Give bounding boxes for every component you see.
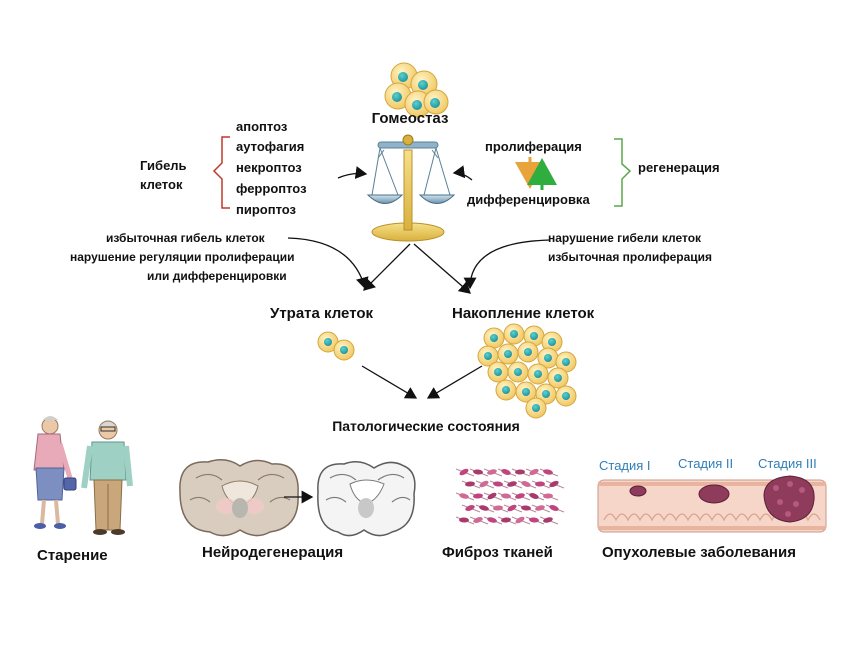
fibroblast-cell: [529, 493, 539, 499]
cell-accumulation-label: Накопление клеток: [452, 305, 595, 322]
left-cause-line1: избыточная гибель клеток: [106, 231, 265, 245]
accumulated-cell: [495, 379, 517, 401]
fibroblast-cell: [515, 469, 525, 475]
cell-death-label-line2: клеток: [140, 177, 183, 192]
accumulated-cell: [537, 347, 559, 369]
fibroblast-cell: [529, 517, 539, 523]
fibrosis-tissue-illustration: [455, 468, 565, 525]
healthy-brain-section: [317, 461, 416, 537]
fibroblast-cell: [459, 493, 469, 499]
fibroblast-cell: [521, 481, 531, 487]
fibroblast-cell: [473, 517, 483, 523]
right-cause-line2: избыточная пролиферация: [548, 250, 713, 264]
accumulated-cell: [525, 397, 547, 419]
fibroblast-cell: [529, 468, 539, 476]
accumulated-cell: [555, 351, 577, 373]
accumulation-to-pathology-arrow: [426, 365, 483, 399]
fibroblast-cell: [515, 516, 525, 524]
fibroblast-cell: [459, 517, 469, 523]
tumor-stage-2: [698, 484, 730, 504]
cell-death-to-scale-arrow: [337, 166, 368, 179]
loss-to-pathology-arrow: [361, 365, 418, 399]
fibroblast-cell: [479, 505, 489, 511]
fibroblast-cell: [521, 505, 531, 511]
accumulated-cell: [555, 385, 577, 407]
fibroblast-cell: [549, 480, 559, 488]
fibroblast-cell: [501, 493, 511, 499]
fibroblast-cell: [465, 481, 475, 487]
tumors-label: Опухолевые заболевания: [602, 544, 796, 561]
fibroblast-cell: [543, 469, 553, 475]
ferroptosis-label: ферроптоз: [236, 181, 307, 196]
accumulated-cell: [487, 361, 509, 383]
balance-scale-icon: [366, 134, 456, 242]
fibroblast-cell: [473, 493, 483, 499]
accumulated-cell: [507, 361, 529, 383]
accumulated-cell: [503, 323, 525, 345]
fibroblast-cell: [493, 481, 503, 487]
fibroblast-cell: [507, 481, 517, 487]
right-cause-line1: нарушение гибели клеток: [548, 231, 702, 245]
accumulated-cell: [477, 345, 499, 367]
fibroblast-cell: [487, 492, 497, 500]
fibroblast-cell: [487, 517, 497, 523]
stage-1-label: Стадия I: [599, 458, 651, 473]
accumulated-cell: [497, 343, 519, 365]
stage-2-label: Стадия II: [678, 456, 734, 471]
fibroblast-cell: [479, 480, 489, 488]
fibrosis-label: Фиброз тканей: [442, 544, 553, 561]
apoptosis-label: апоптоз: [236, 119, 288, 134]
aging-label: Старение: [37, 547, 108, 564]
accumulated-cell: [517, 341, 539, 363]
scale-to-accumulation-arrow: [413, 243, 471, 294]
tumor-stage-1: [629, 485, 647, 497]
pathological-states-label: Патологические состояния: [332, 418, 520, 434]
fibroblast-cell: [487, 469, 497, 475]
fibroblast-cell: [515, 493, 525, 499]
homeostasis-label: Гомеостаз: [371, 110, 449, 127]
left-cause-arrow: [287, 237, 369, 290]
necroptosis-label: некроптоз: [236, 160, 302, 175]
homeostasis-cell-cluster: [384, 62, 449, 118]
neurodegeneration-label: Нейродегенерация: [202, 544, 344, 561]
fibroblast-cell: [501, 469, 511, 475]
regeneration-to-scale-arrow: [452, 165, 473, 181]
fibroblast-cell: [507, 504, 517, 512]
fibroblast-cell: [535, 505, 545, 511]
elderly-couple-illustration: [33, 416, 133, 535]
diseased-brain-section: [179, 459, 299, 537]
fibroblast-cell: [473, 469, 483, 475]
left-cause-line2: нарушение регуляции пролиферации: [70, 250, 295, 264]
fibroblast-cell: [543, 517, 553, 523]
fibroblast-cell: [493, 505, 503, 511]
cell-death-bracket: [212, 136, 230, 209]
differentiation-label: дифференцировка: [467, 192, 590, 207]
regeneration-label: регенерация: [638, 160, 720, 175]
autophagy-label: аутофагия: [236, 139, 305, 154]
accumulated-cell: [527, 363, 549, 385]
fibroblast-cell: [465, 505, 475, 511]
intestine-tumor-illustration: [597, 475, 827, 533]
scale-to-loss-arrow: [363, 243, 411, 291]
fibroblast-cell: [501, 517, 511, 523]
regeneration-bracket: [614, 138, 632, 207]
cell-loss-cells: [317, 331, 355, 361]
cell-loss-label: Утрата клеток: [270, 305, 374, 322]
cell-death-label-line1: Гибель: [140, 158, 187, 173]
fibroblast-cell: [543, 493, 553, 499]
accumulated-cell: [541, 331, 563, 353]
cell-accumulation-cluster: [477, 323, 577, 419]
proliferation-label: пролиферация: [485, 139, 582, 154]
left-cause-line3: или дифференцировки: [147, 269, 287, 283]
fibroblast-cell: [459, 468, 469, 476]
right-cause-arrow: [463, 239, 551, 290]
fibroblast-cell: [535, 481, 545, 487]
accumulated-cell: [547, 367, 569, 389]
stage-3-label: Стадия III: [758, 456, 817, 471]
accumulated-cell: [483, 327, 505, 349]
fibroblast-cell: [549, 505, 559, 511]
pyroptosis-label: пироптоз: [236, 202, 297, 217]
